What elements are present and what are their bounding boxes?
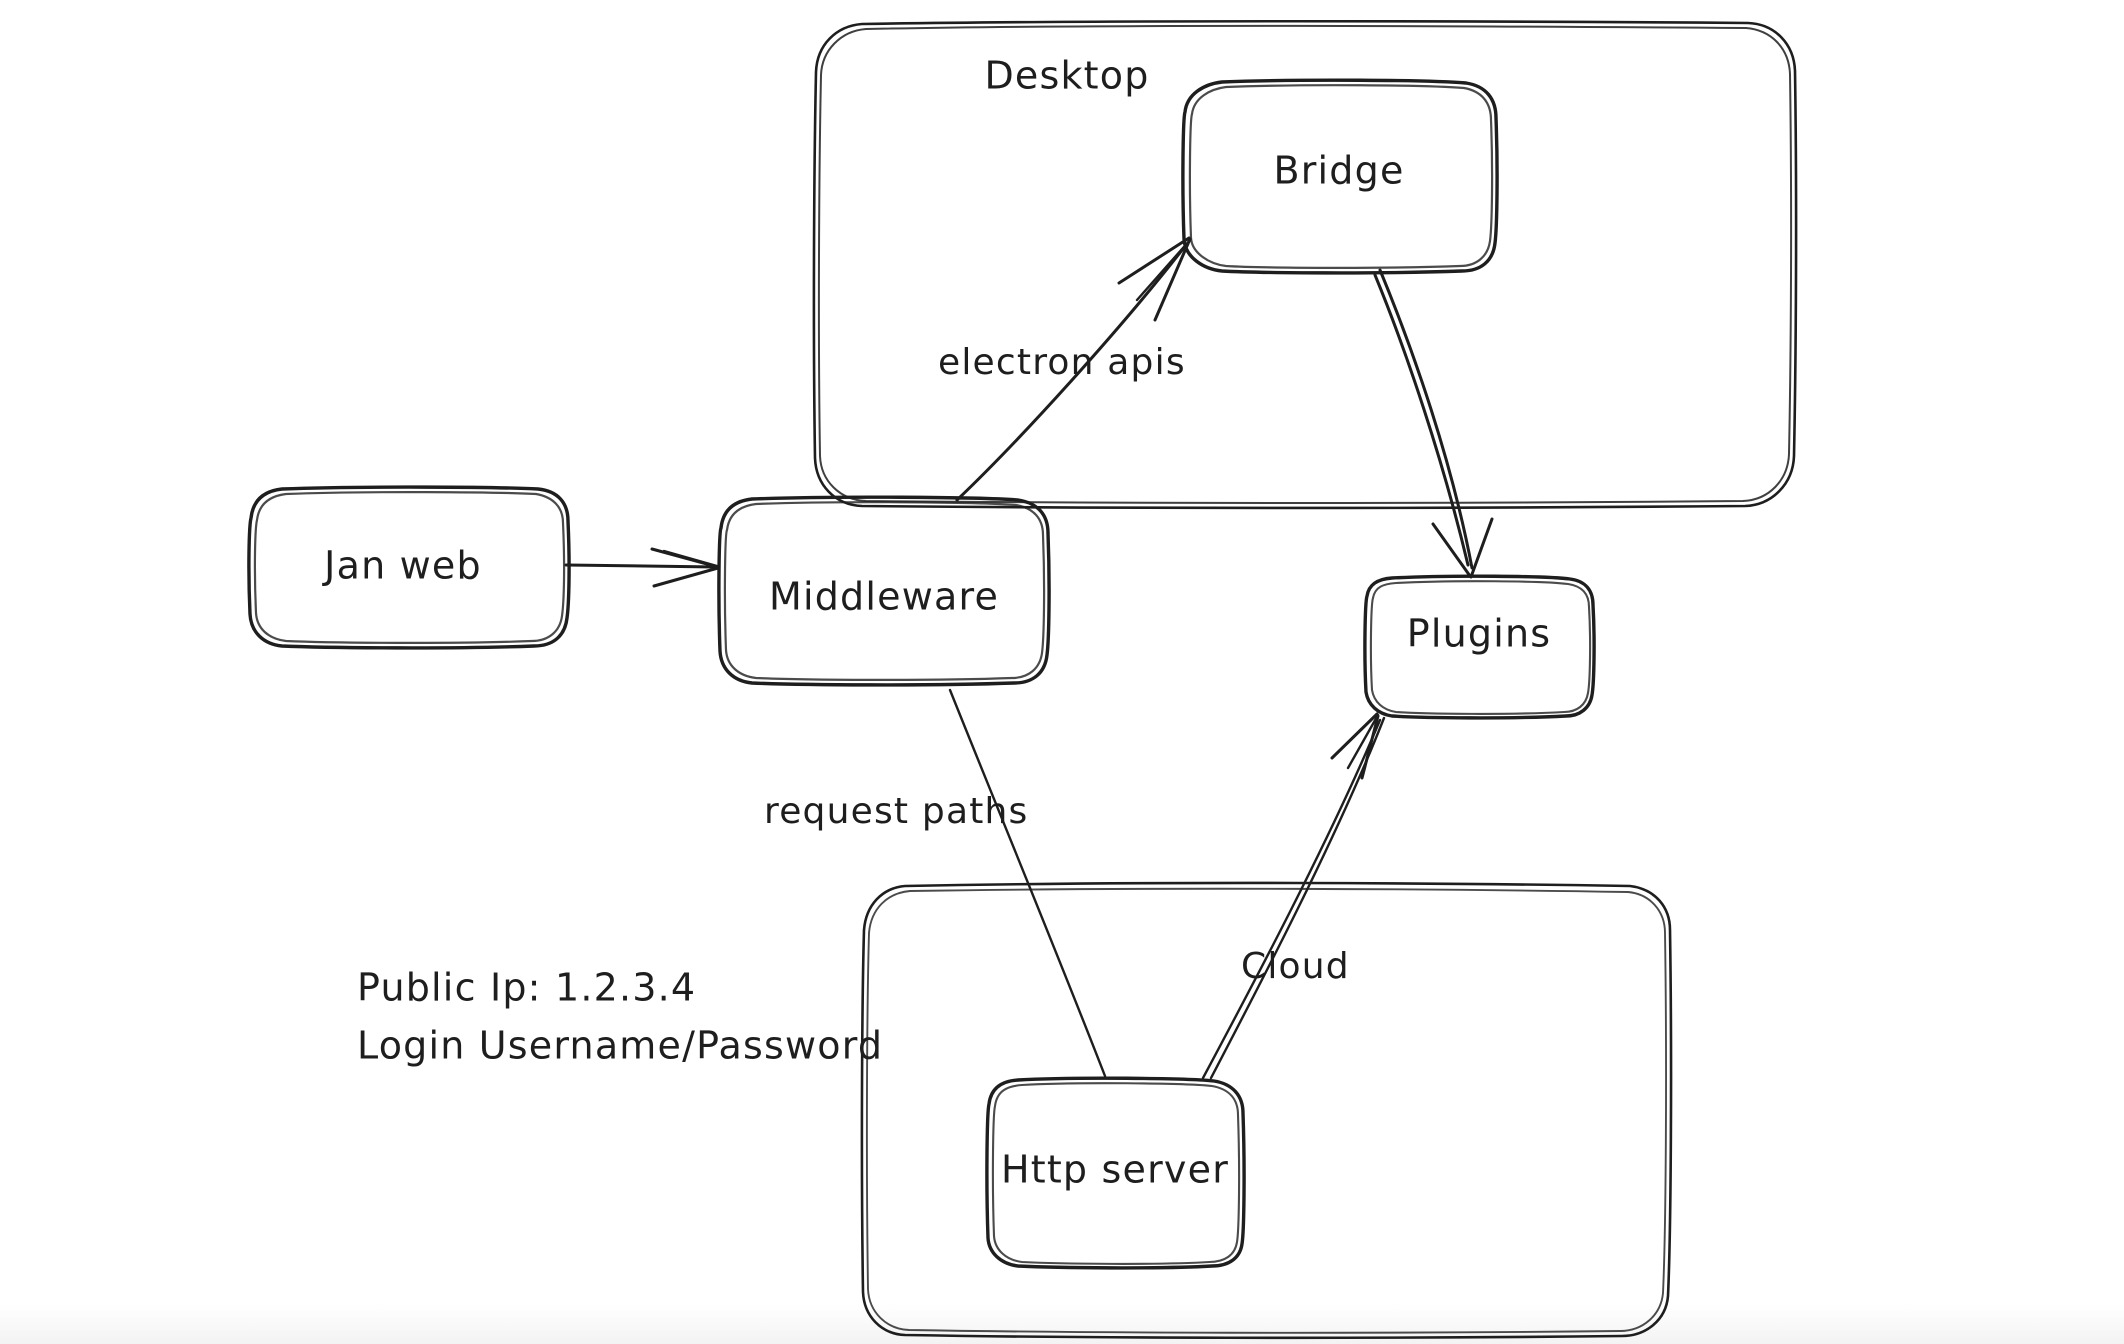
edge-jan-web-to-middleware[interactable] bbox=[564, 547, 720, 588]
node-plugins-label: Plugins bbox=[1407, 612, 1552, 656]
note-login-credentials: Login Username/Password bbox=[357, 1024, 883, 1068]
container-desktop-label: Desktop bbox=[984, 54, 1149, 98]
node-jan-web[interactable]: Jan web bbox=[247, 485, 571, 650]
container-desktop-hitzone[interactable] bbox=[815, 22, 1795, 507]
node-bridge-label: Bridge bbox=[1273, 149, 1404, 193]
note-public-ip: Public Ip: 1.2.3.4 bbox=[357, 966, 696, 1010]
edge-label-request-paths: request paths bbox=[764, 791, 1029, 832]
node-bridge[interactable]: Bridge bbox=[1181, 78, 1499, 275]
edge-label-cloud: Cloud bbox=[1241, 946, 1350, 987]
node-http-server-label: Http server bbox=[1001, 1148, 1229, 1192]
edge-middleware-to-bridge[interactable]: electron apis bbox=[938, 236, 1192, 502]
node-middleware-label: Middleware bbox=[769, 575, 999, 619]
node-plugins[interactable]: Plugins bbox=[1363, 574, 1596, 720]
edge-label-electron-apis: electron apis bbox=[938, 342, 1186, 383]
node-middleware[interactable]: Middleware bbox=[717, 495, 1051, 687]
container-cloud[interactable] bbox=[860, 881, 1673, 1340]
node-jan-web-label: Jan web bbox=[322, 544, 482, 588]
node-http-server[interactable]: Http server bbox=[985, 1076, 1246, 1270]
edge-bridge-to-plugins[interactable] bbox=[1373, 268, 1494, 579]
container-desktop[interactable]: Desktop bbox=[812, 19, 1798, 510]
edge-http-server-to-plugins[interactable]: Cloud bbox=[1201, 712, 1386, 1080]
edge-http-server-to-middleware[interactable] bbox=[948, 688, 1107, 1078]
